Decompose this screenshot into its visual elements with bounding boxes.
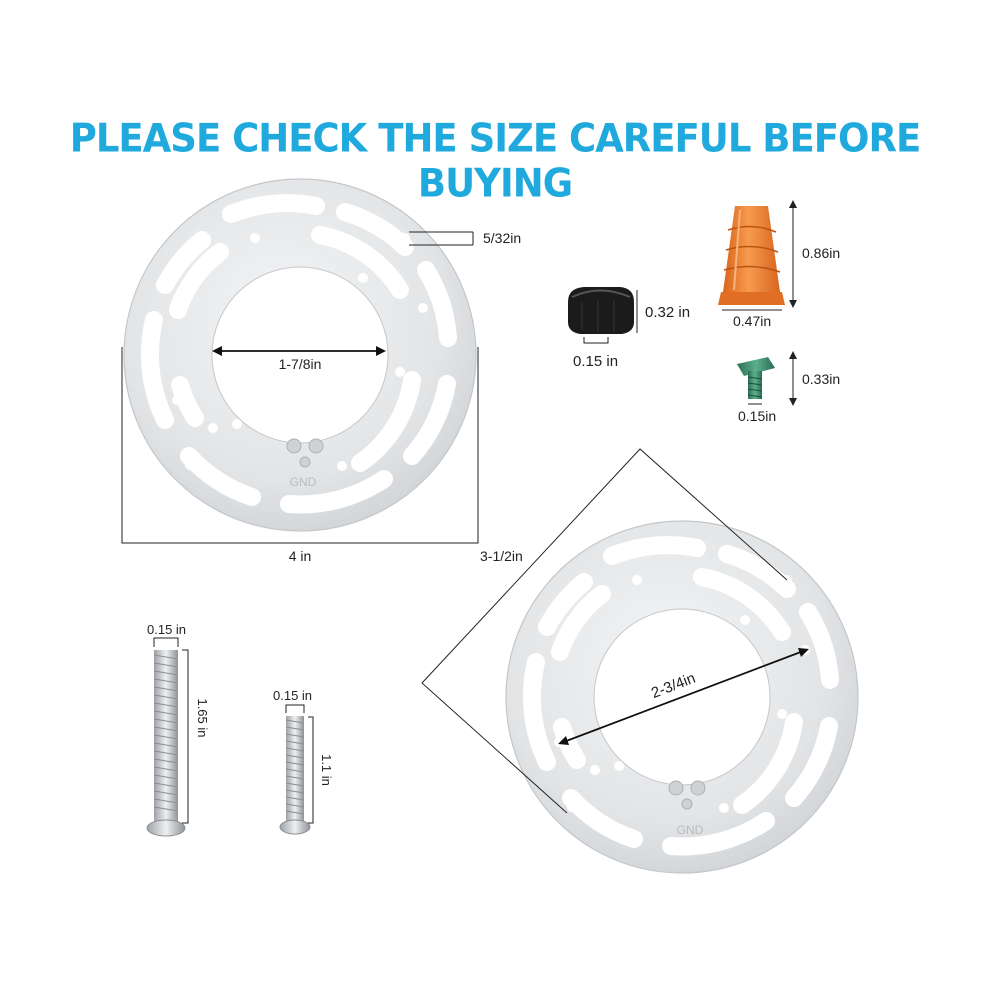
cap-nut bbox=[568, 287, 634, 334]
wire-nut-orange bbox=[718, 206, 785, 305]
short-screw-dimensions: 0.15 in 1.1 in bbox=[273, 688, 334, 824]
headline: PLEASE CHECK THE SIZE CAREFUL BEFORE BUY… bbox=[69, 115, 922, 207]
ground-screw-height-label: 0.33in bbox=[802, 371, 840, 387]
wire-nut-dimensions: 0.86in 0.47in bbox=[722, 200, 840, 329]
ground-screw-dimensions: 0.33in 0.15in bbox=[738, 351, 840, 424]
long-screw-dimensions: 0.15 in 1.65 in bbox=[147, 622, 210, 824]
slot-width-label: 5/32in bbox=[483, 230, 521, 246]
cap-nut-width-label: 0.15 in bbox=[573, 353, 618, 370]
cap-nut-height-label: 0.32 in bbox=[645, 304, 690, 321]
ground-screw-green bbox=[737, 357, 775, 399]
slot-width-dimension: 5/32in bbox=[409, 230, 521, 246]
mounting-plate-large: GND bbox=[123, 178, 477, 532]
cap-nut-dimensions: 0.32 in 0.15 in bbox=[573, 290, 690, 370]
short-screw-length-label: 1.1 in bbox=[319, 754, 334, 786]
outer-width-dimension-small: 3-1/2in bbox=[421, 448, 788, 814]
wire-nut-width-label: 0.47in bbox=[733, 313, 771, 329]
gnd-stamp: GND bbox=[290, 475, 317, 489]
outer-width-dimension-large: 4 in bbox=[121, 347, 479, 564]
wire-nut-height-label: 0.86in bbox=[802, 245, 840, 261]
long-screw-width-label: 0.15 in bbox=[147, 622, 186, 637]
outer-width-label-small: 3-1/2in bbox=[480, 548, 523, 564]
inner-diameter-label: 1-7/8in bbox=[279, 356, 322, 372]
gnd-stamp: GND bbox=[677, 823, 704, 837]
short-screw bbox=[279, 716, 311, 835]
long-screw-length-label: 1.65 in bbox=[195, 698, 210, 737]
short-screw-width-label: 0.15 in bbox=[273, 688, 312, 703]
outer-width-label: 4 in bbox=[289, 548, 312, 564]
inner-diameter-dimension-large: 1-7/8in bbox=[212, 346, 386, 372]
long-screw bbox=[146, 650, 186, 837]
ground-screw-width-label: 0.15in bbox=[738, 408, 776, 424]
